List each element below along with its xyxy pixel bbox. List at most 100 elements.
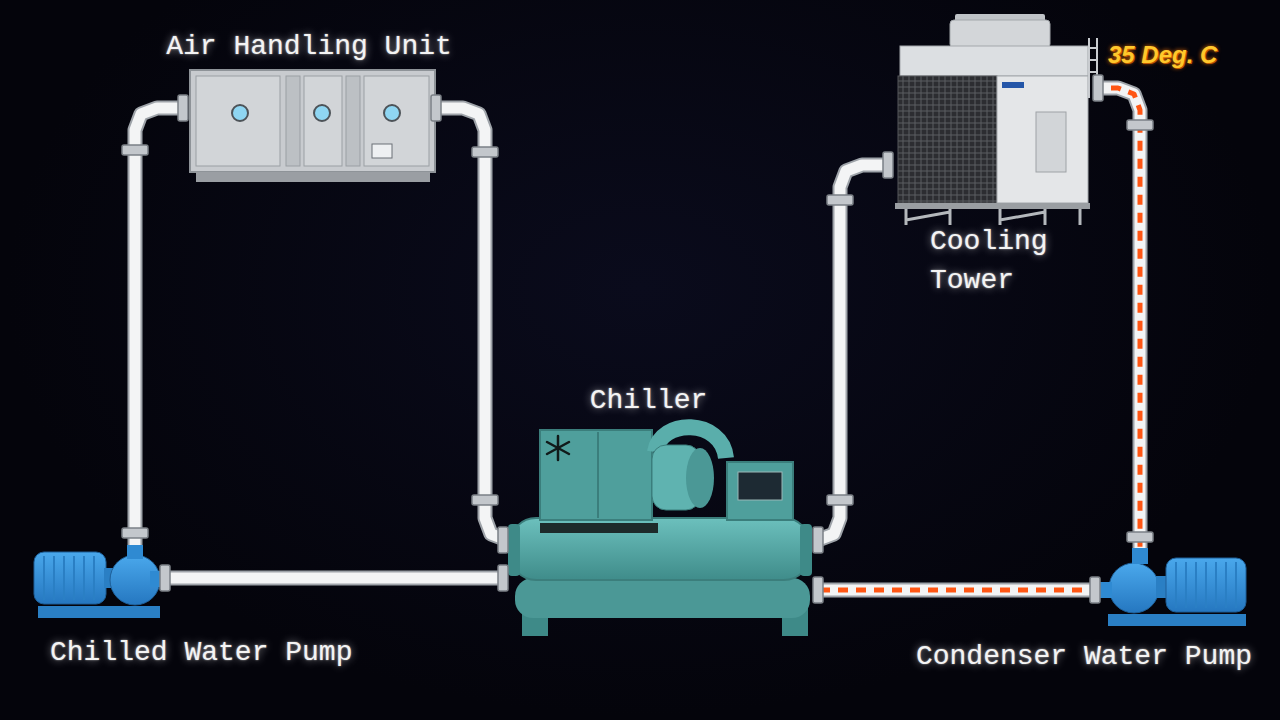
ahu-illustration-part xyxy=(364,76,429,166)
pipe-flange-part xyxy=(431,95,441,121)
cooling-tower-illustration-part xyxy=(1036,112,1066,172)
pipe-outline xyxy=(1093,88,1140,548)
chiller-illustration-part xyxy=(515,578,810,618)
equipment-label: Air Handling Unit xyxy=(166,28,452,67)
ahu-illustration xyxy=(190,70,435,182)
pipe-flange-part xyxy=(160,565,170,591)
pipe-flange-part xyxy=(827,495,853,505)
pipe-flange-part xyxy=(883,152,893,178)
pipe-body xyxy=(813,585,1100,596)
ahu-box: Air Handling Unit xyxy=(178,66,440,184)
water-pipe xyxy=(440,108,508,540)
cooling-tower-illustration-part xyxy=(895,203,1090,209)
water-pipe xyxy=(135,108,178,545)
equipment-label: Chilled Water Pump xyxy=(50,634,352,673)
water-pipe xyxy=(813,590,1100,591)
pipe-flange-part xyxy=(813,577,823,603)
equipment-label: Condenser Water Pump xyxy=(916,638,1252,677)
condenser-water-pump-illustration-part xyxy=(1100,582,1112,598)
pipe-flange-part xyxy=(827,195,853,205)
condenser-water-pump-illustration-part xyxy=(1166,558,1246,612)
chiller-illustration-part xyxy=(508,524,520,576)
chilled-water-pump-illustration-part xyxy=(38,606,160,618)
chiller-illustration-part xyxy=(540,430,652,520)
cooling-tower-illustration-part xyxy=(1002,82,1024,88)
ahu-illustration-part xyxy=(314,105,330,121)
water-pipe xyxy=(160,578,508,579)
pipe-flange-part xyxy=(1090,577,1100,603)
cooling-tower-illustration xyxy=(895,14,1097,225)
label-holder: 35 Deg. C xyxy=(1108,41,1217,69)
chiller-illustration-part xyxy=(686,448,714,508)
water-pipe xyxy=(813,165,893,540)
equipment-label: Cooling Tower xyxy=(930,223,1064,300)
chiller-illustration-part xyxy=(547,442,569,454)
pipe-flange-part xyxy=(1093,75,1103,101)
pipe-body xyxy=(1093,88,1140,548)
ahu-illustration-part xyxy=(372,144,392,158)
chilled-water-pump-illustration-part xyxy=(34,552,106,604)
pipe-flange-part xyxy=(813,527,823,553)
chilled-water-pump-illustration-part xyxy=(127,545,143,559)
pipe-flange-part xyxy=(178,95,188,121)
pipe-outline xyxy=(440,108,508,540)
cooling-tower-illustration-part xyxy=(900,46,1088,76)
cooling-tower-box: Cooling Tower xyxy=(893,15,1093,225)
pipe-flange-part xyxy=(498,565,508,591)
ahu-illustration-part xyxy=(304,76,342,166)
chiller-illustration-part xyxy=(738,472,782,500)
pipe-flange xyxy=(122,75,1153,603)
pipe-flange-part xyxy=(472,495,498,505)
water-pipe xyxy=(1093,88,1140,548)
pipe-flange-part xyxy=(472,147,498,157)
chilled-water-pump-illustration xyxy=(34,545,162,618)
cooling-tower-illustration-part xyxy=(898,76,997,203)
pipe-flange-part xyxy=(122,145,148,155)
chiller-illustration-part xyxy=(800,524,812,576)
pipe-flange-part xyxy=(122,528,148,538)
temperature-label: 35 Deg. C xyxy=(1108,41,1217,69)
pipe-outline xyxy=(813,583,1100,598)
chiller-illustration xyxy=(508,427,812,636)
cooling-tower-illustration-part xyxy=(950,20,1050,48)
flow-dash xyxy=(813,588,1100,593)
condenser-water-pump-illustration-part xyxy=(1109,563,1159,613)
chiller-illustration-part xyxy=(727,462,793,520)
ahu-illustration-part xyxy=(196,172,430,182)
pipe-body xyxy=(160,573,508,584)
pipe-outline xyxy=(813,165,893,540)
ahu-illustration-part xyxy=(286,76,300,166)
chiller-illustration-part xyxy=(547,436,569,460)
pipe-body xyxy=(440,108,508,540)
ahu-illustration-part xyxy=(232,105,248,121)
condenser-water-pump-illustration xyxy=(1100,548,1246,626)
flow-dash xyxy=(1093,88,1140,548)
chiller-illustration-part xyxy=(597,432,599,518)
pipe-flange-part xyxy=(1127,532,1153,542)
ahu-illustration-part xyxy=(190,70,435,172)
cooling-tower-illustration-part xyxy=(997,76,1088,203)
pipe-body xyxy=(135,108,178,545)
condenser-water-pump-illustration-part xyxy=(1176,562,1236,608)
cooling-tower-illustration-part xyxy=(906,209,1080,225)
pipe-flange-part xyxy=(498,527,508,553)
pipe-outline xyxy=(135,108,178,545)
pipe-outline xyxy=(160,571,508,586)
chiller-illustration-part xyxy=(540,523,658,533)
pipe-body xyxy=(813,165,893,540)
pipe-flange-part xyxy=(1127,120,1153,130)
condenser-water-pump-illustration-part xyxy=(1132,548,1148,564)
ahu-illustration-part xyxy=(346,76,360,166)
pump-box: Condenser Water Pump xyxy=(1100,548,1248,628)
pump-box: Chilled Water Pump xyxy=(30,545,160,625)
chiller-illustration-part xyxy=(510,518,810,580)
chiller-box: Chiller xyxy=(508,428,813,638)
condenser-water-pump-illustration-part xyxy=(1108,614,1246,626)
ahu-illustration-part xyxy=(196,76,280,166)
equipment-label: Chiller xyxy=(590,382,708,421)
chiller-illustration-part xyxy=(547,442,569,454)
